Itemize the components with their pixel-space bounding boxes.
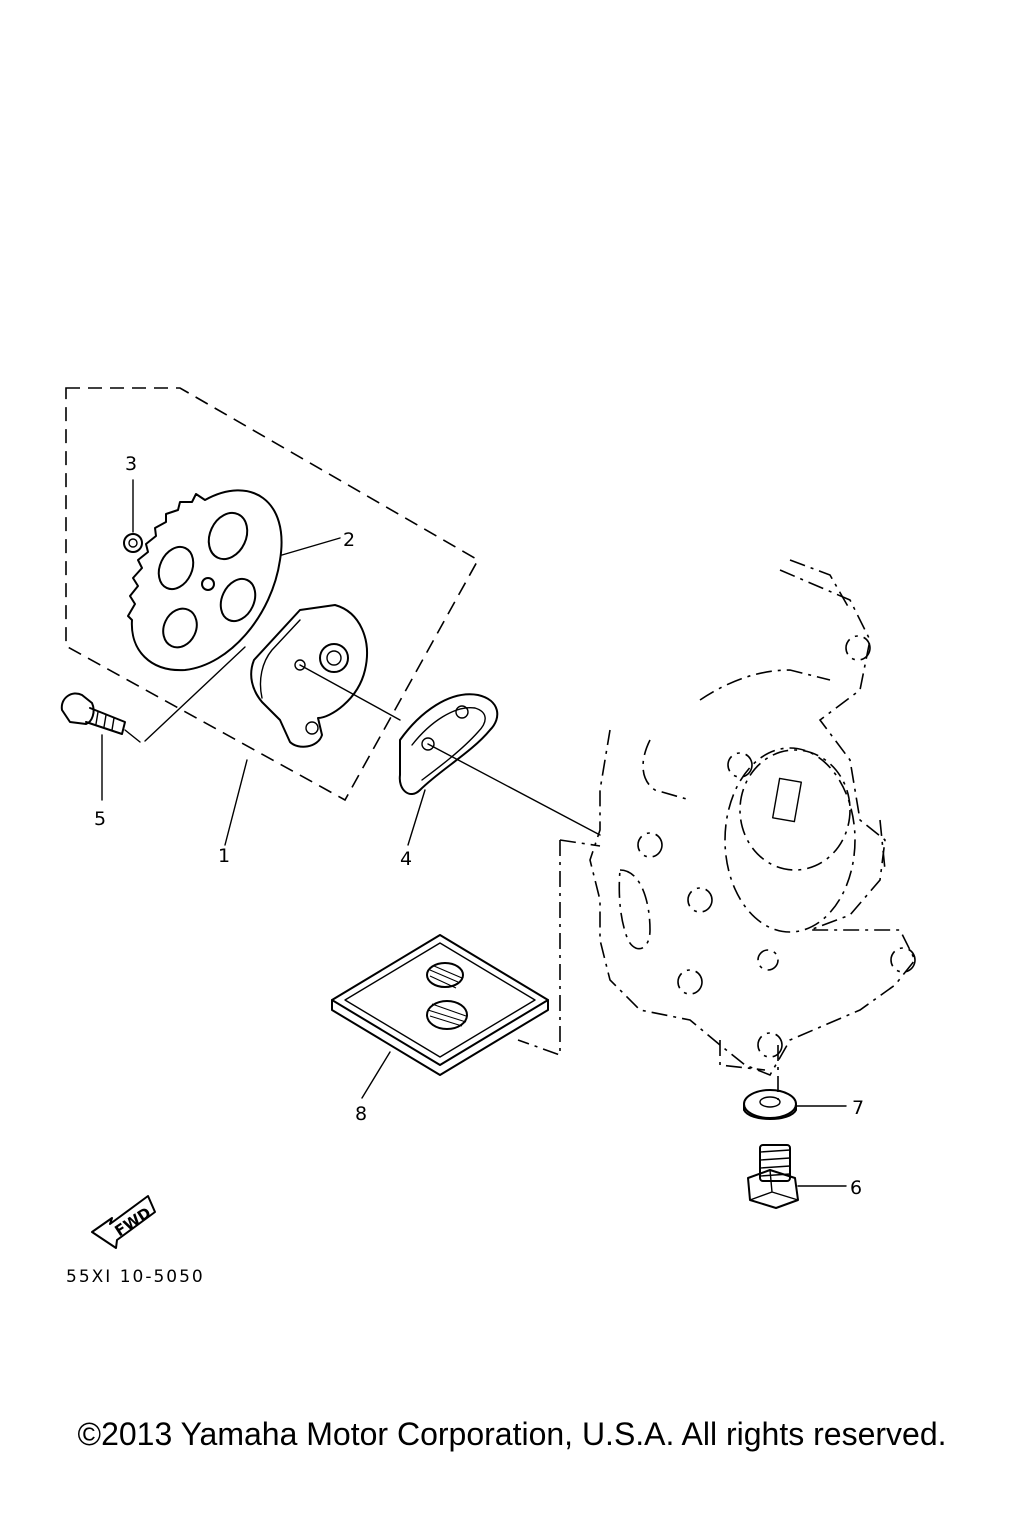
part-label-1: 1 bbox=[218, 845, 230, 867]
copyright-notice: ©2013 Yamaha Motor Corporation, U.S.A. A… bbox=[77, 1416, 947, 1452]
drain-plug-drawing bbox=[747, 1144, 847, 1209]
circlip-drawing bbox=[123, 479, 143, 553]
part-label-5: 5 bbox=[94, 808, 106, 830]
washer-drawing bbox=[743, 1089, 847, 1120]
fwd-label: FWD bbox=[112, 1204, 155, 1240]
part-label-8: 8 bbox=[355, 1103, 367, 1125]
crankcase-drawing bbox=[589, 559, 916, 1077]
diagram-code: 55XI 10-5050 bbox=[66, 1267, 205, 1287]
oil-pump-drawing bbox=[144, 604, 401, 846]
oil-strainer-drawing bbox=[331, 934, 549, 1099]
assembly-outline bbox=[65, 387, 480, 802]
part-label-7: 7 bbox=[852, 1097, 864, 1119]
part-label-4: 4 bbox=[400, 848, 412, 870]
bolt-drawing bbox=[60, 692, 141, 801]
gasket-drawing bbox=[398, 693, 601, 846]
part-label-6: 6 bbox=[850, 1177, 862, 1199]
fwd-arrow-icon: FWD bbox=[91, 1195, 156, 1249]
drive-gear-drawing bbox=[127, 489, 341, 672]
part-label-2: 2 bbox=[343, 529, 355, 551]
part-label-3: 3 bbox=[125, 453, 137, 475]
